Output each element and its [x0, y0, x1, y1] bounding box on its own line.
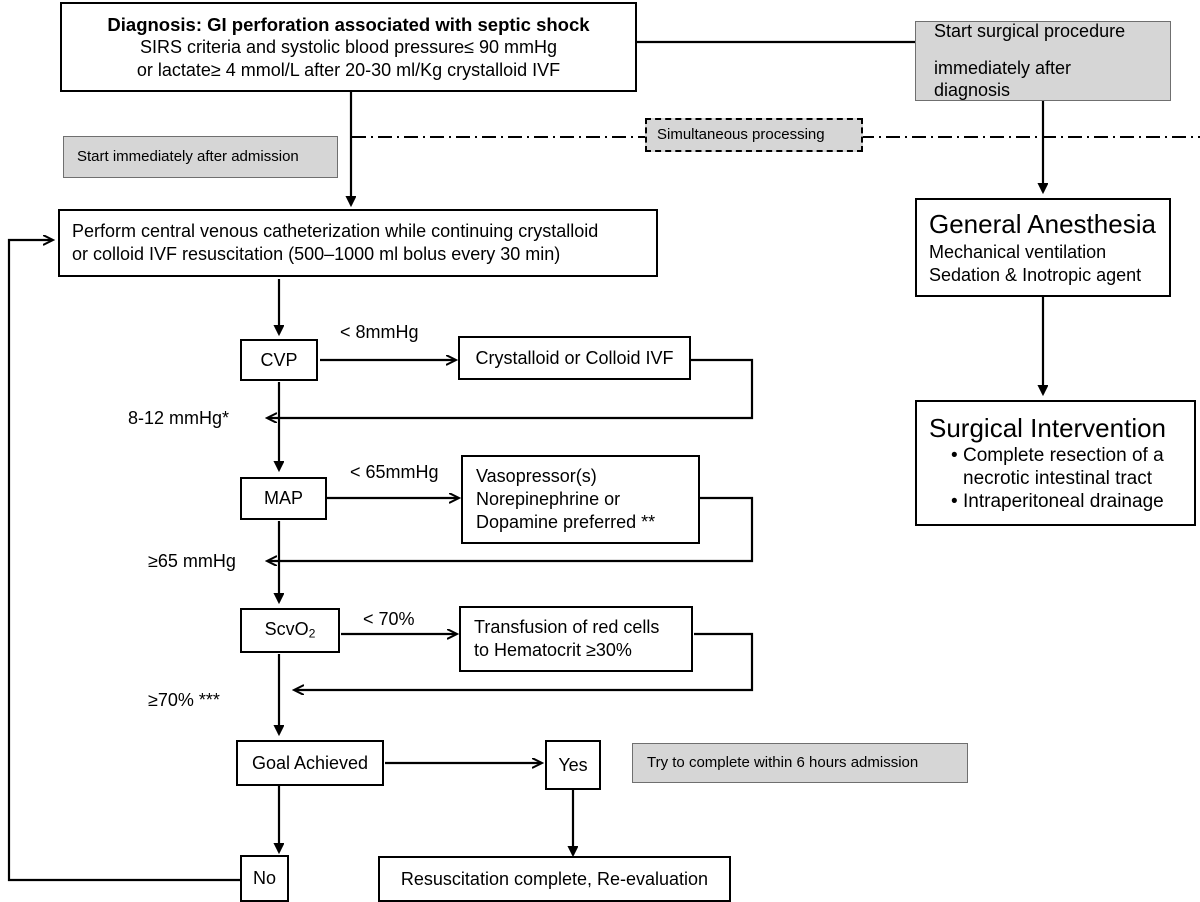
node-cvp[interactable]: CVP — [240, 339, 318, 381]
edge-label-map-low: < 65mmHg — [350, 462, 439, 482]
start-surgical-line1: Start surgical procedure — [934, 21, 1126, 41]
scvo2-label-text: ScvO — [264, 619, 309, 640]
vasopressor-line2: Norepinephrine or — [476, 489, 621, 510]
node-transfusion-red-cells[interactable]: Transfusion of red cells to Hematocrit ≥… — [459, 606, 693, 672]
node-start-immediately-after-admission[interactable]: Start immediately after admission — [63, 136, 338, 178]
edge-label-map-target: ≥65 mmHg — [148, 551, 236, 571]
anesthesia-line2: Mechanical ventilation — [929, 242, 1107, 263]
surgery-bullet-list: Complete resection of a necrotic intesti… — [929, 445, 1182, 513]
diagnosis-title: Diagnosis: GI perforation associated wit… — [107, 13, 590, 35]
node-diagnosis[interactable]: Diagnosis: GI perforation associated wit… — [60, 2, 637, 92]
edge-label-scvo2-low: < 70% — [363, 609, 415, 629]
start-admission-label: Start immediately after admission — [77, 147, 299, 165]
start-surgical-line2: immediately after diagnosis — [934, 57, 1072, 101]
node-vasopressors[interactable]: Vasopressor(s) Norepinephrine or Dopamin… — [461, 455, 700, 544]
vasopressor-line3: Dopamine preferred ** — [476, 511, 656, 532]
node-no[interactable]: No — [240, 855, 289, 902]
node-general-anesthesia[interactable]: General Anesthesia Mechanical ventilatio… — [915, 198, 1171, 297]
try-complete-label: Try to complete within 6 hours admission — [647, 753, 919, 771]
cvc-line1: Perform central venous catheterization w… — [72, 221, 599, 242]
surgery-bullet-1-line2: necrotic intestinal tract — [963, 467, 1153, 489]
edge-label-scvo2-target: ≥70% *** — [148, 690, 220, 710]
scvo2-label-subscript: 2 — [308, 627, 316, 642]
no-label: No — [252, 868, 276, 889]
resuscitation-label: Resuscitation complete, Re-evaluation — [400, 868, 709, 889]
node-map[interactable]: MAP — [240, 477, 327, 520]
node-simultaneous-processing[interactable]: Simultaneous processing — [645, 118, 863, 152]
surgery-bullet-2-line1: Intraperitoneal drainage — [963, 490, 1164, 512]
surgery-bullet-2: Intraperitoneal drainage — [951, 491, 1182, 514]
node-surgical-intervention[interactable]: Surgical Intervention Complete resection… — [915, 400, 1196, 526]
node-central-venous-catheterization[interactable]: Perform central venous catheterization w… — [58, 209, 658, 277]
scvo2-label: ScvO2 — [242, 618, 338, 642]
surgery-title: Surgical Intervention — [929, 413, 1167, 444]
node-yes[interactable]: Yes — [545, 740, 601, 790]
node-resuscitation-complete[interactable]: Resuscitation complete, Re-evaluation — [378, 856, 731, 902]
surgery-bullet-1-line1: Complete resection of a — [963, 445, 1164, 467]
edge-label-cvp-low: < 8mmHg — [340, 322, 419, 342]
transfusion-line2: to Hematocrit ≥30% — [474, 640, 632, 660]
simultaneous-label: Simultaneous processing — [657, 125, 825, 143]
cvp-label: CVP — [260, 349, 298, 370]
edge-label-cvp-target: 8-12 mmHg* — [128, 408, 230, 428]
cvc-line2: or colloid IVF resuscitation (500–1000 m… — [72, 244, 561, 264]
diagnosis-line3: or lactate≥ 4 mmol/L after 20-30 ml/Kg c… — [136, 59, 561, 80]
transfusion-line1: Transfusion of red cells — [474, 617, 660, 638]
crystalloid-label: Crystalloid or Colloid IVF — [475, 347, 674, 368]
yes-label: Yes — [558, 754, 588, 775]
vasopressor-line1: Vasopressor(s) — [476, 466, 597, 487]
node-goal-achieved[interactable]: Goal Achieved — [236, 740, 384, 786]
goal-label: Goal Achieved — [251, 752, 369, 773]
anesthesia-line3: Sedation & Inotropic agent — [929, 264, 1142, 285]
diagnosis-line2: SIRS criteria and systolic blood pressur… — [139, 36, 558, 57]
node-crystalloid-colloid-ivf[interactable]: Crystalloid or Colloid IVF — [458, 336, 691, 380]
node-try-complete-6-hours[interactable]: Try to complete within 6 hours admission — [632, 743, 968, 783]
surgery-bullet-1: Complete resection of a necrotic intesti… — [951, 445, 1182, 491]
anesthesia-title: General Anesthesia — [929, 209, 1156, 240]
node-start-surgical-procedure[interactable]: Start surgical procedure immediately aft… — [915, 21, 1171, 101]
map-label: MAP — [263, 488, 303, 509]
node-scvo2[interactable]: ScvO2 — [240, 608, 340, 653]
